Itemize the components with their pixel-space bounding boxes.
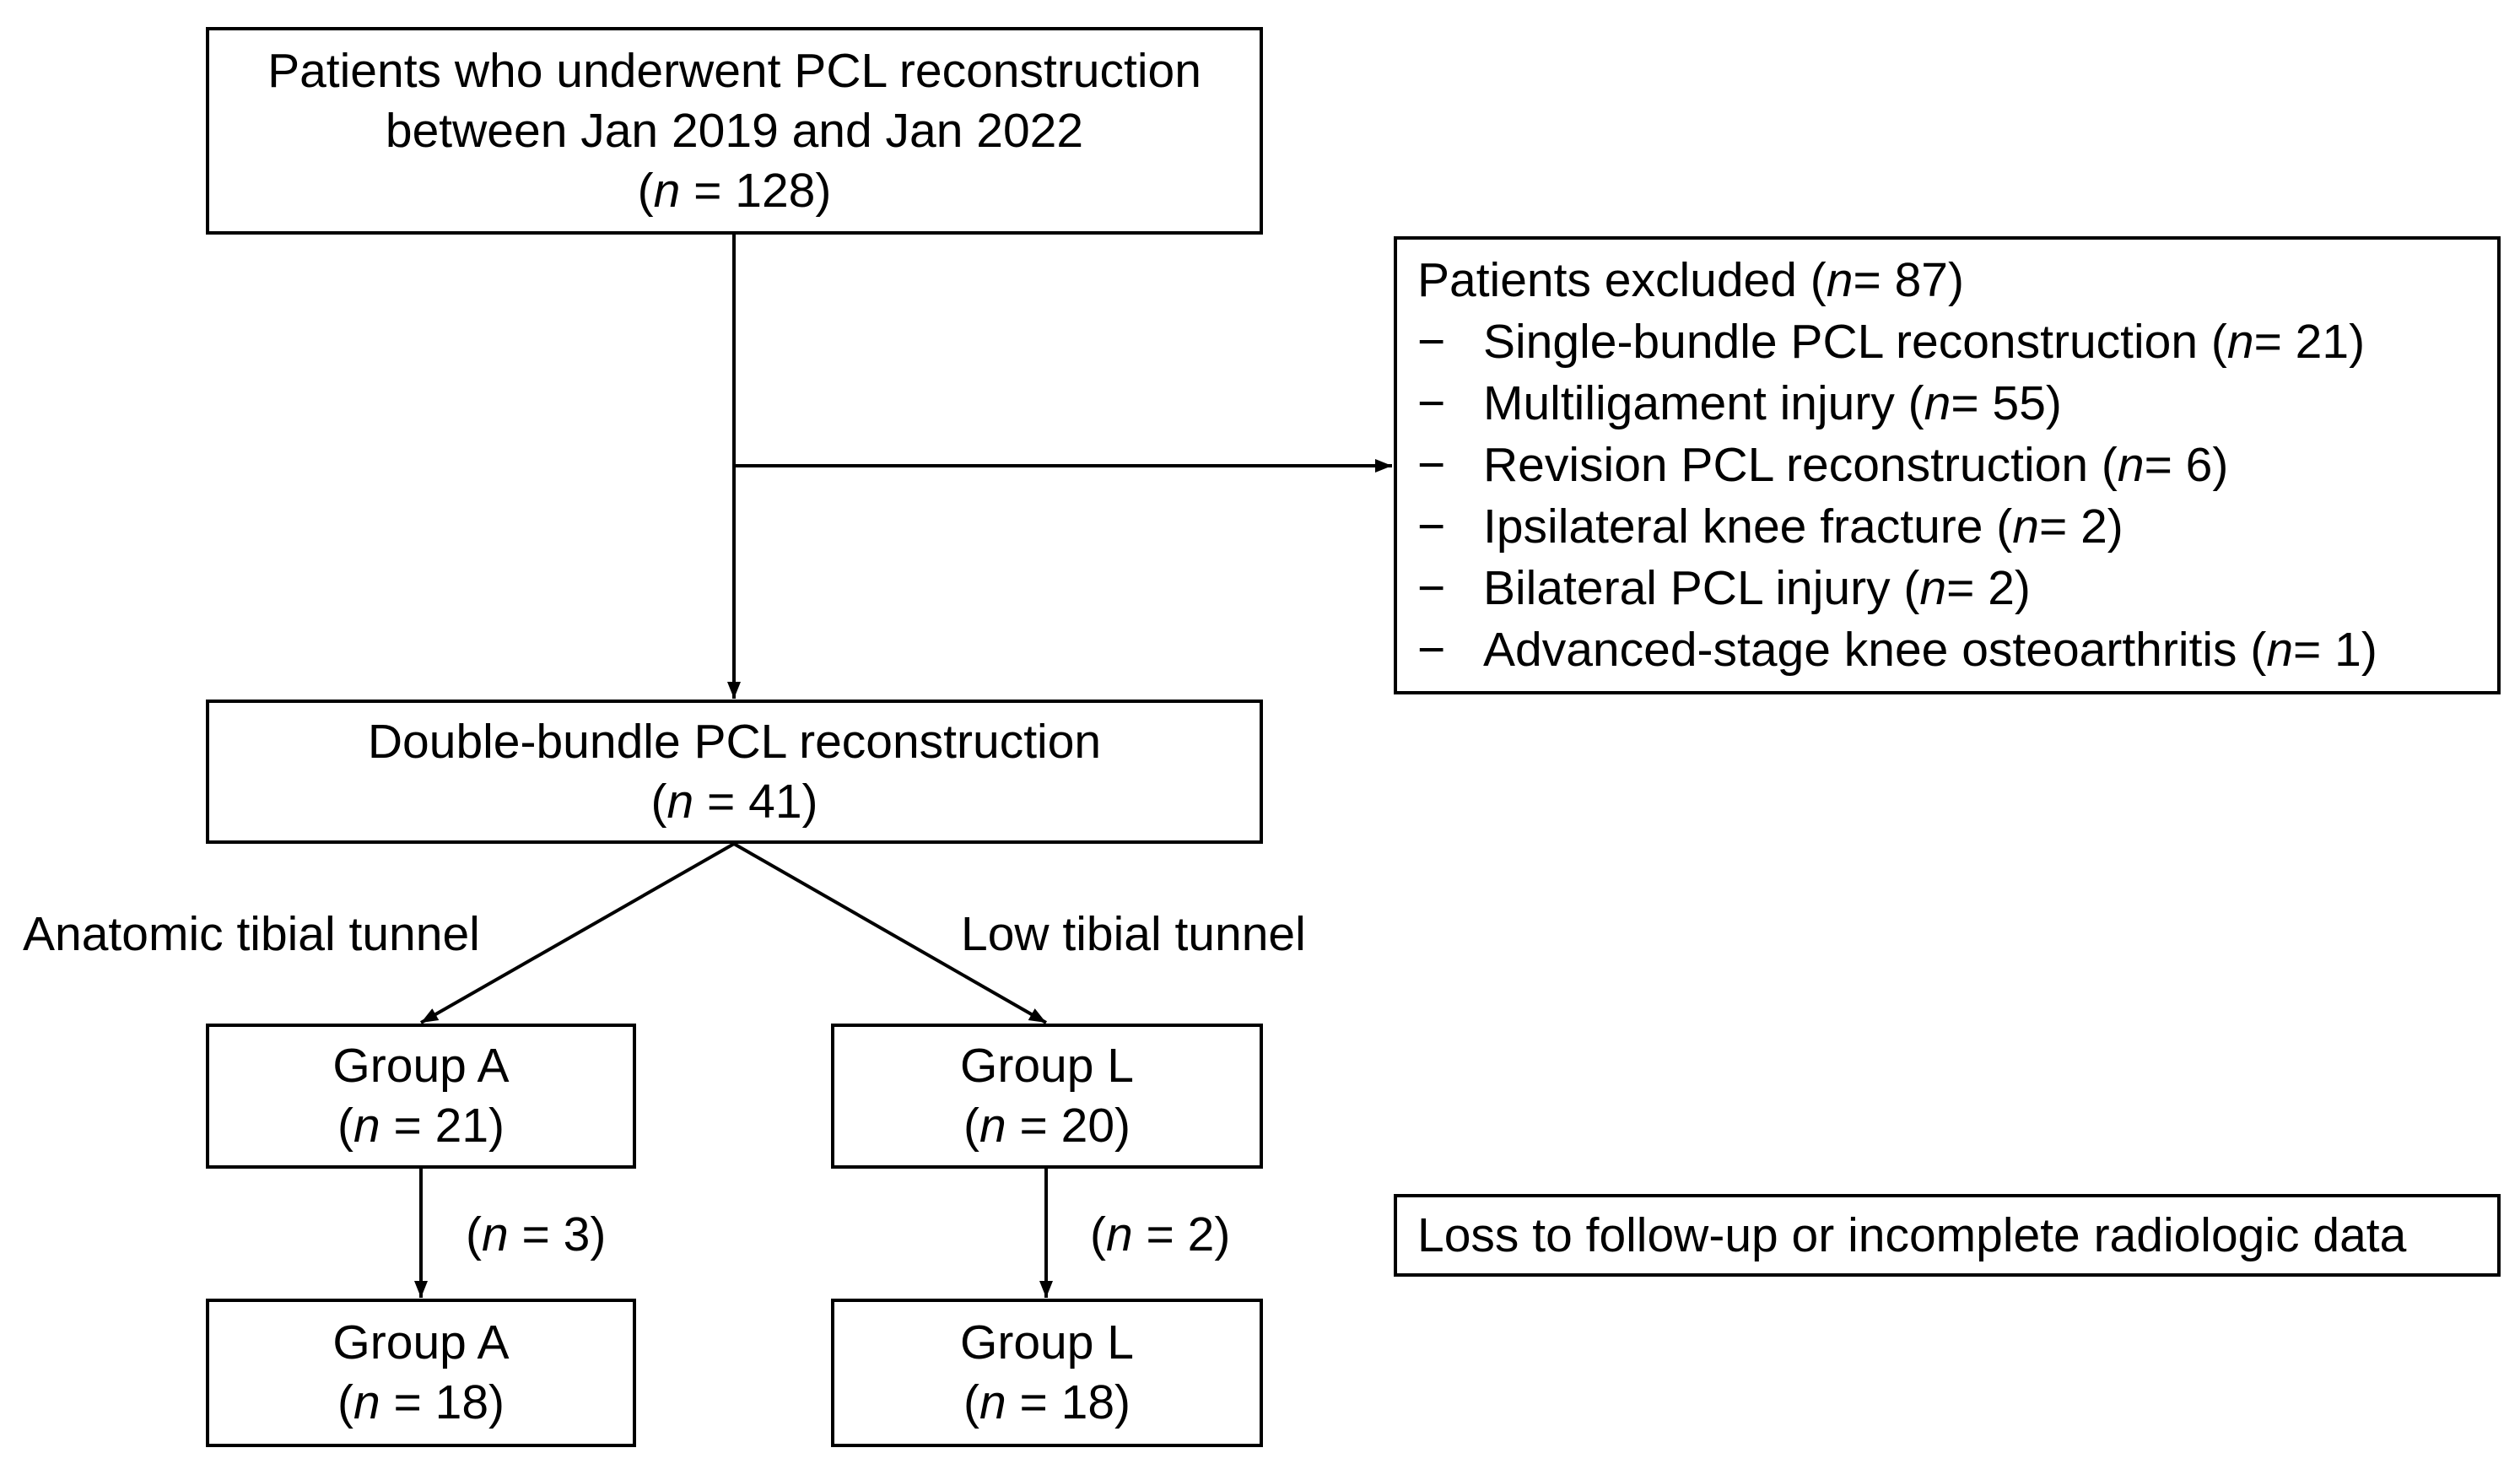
branch-label-anatomic: Anatomic tibial tunnel [23,907,480,961]
final-group-l-count: (n = 18) [963,1375,1131,1429]
branch-label-low: Low tibial tunnel [961,907,1306,961]
excluded-item: −Single-bundle PCL reconstruction (n = 2… [1417,315,2366,369]
enrolled-line2: between Jan 2019 and Jan 2022 [385,103,1084,158]
excluded-item: −Revision PCL reconstruction (n = 6) [1417,438,2229,492]
excluded-item: −Multiligament injury (n = 55) [1417,376,2062,430]
group-l-count: (n = 20) [963,1099,1131,1153]
arrow-to-group-a [420,842,735,1024]
group-l-label: Group L [960,1039,1134,1093]
excluded-title: Patients excluded (n = 87) [1417,253,1964,307]
loss-count-group-a: (n = 3) [466,1207,607,1261]
double-bundle-label: Double-bundle PCL reconstruction [367,714,1102,769]
double-bundle-box: Double-bundle PCL reconstruction (n = 41… [206,700,1263,844]
final-group-a-count: (n = 18) [337,1375,505,1429]
double-bundle-count: (n = 41) [650,774,818,829]
group-a-label: Group A [332,1039,510,1093]
excluded-box: Patients excluded (n = 87) −Single-bundl… [1394,236,2501,694]
group-a-count: (n = 21) [337,1099,505,1153]
enrolled-line1: Patients who underwent PCL reconstructio… [267,43,1201,98]
loss-label: Loss to follow-up or incomplete radiolog… [1417,1208,2407,1262]
final-group-l-box: Group L (n = 18) [831,1299,1263,1447]
loss-box: Loss to follow-up or incomplete radiolog… [1394,1194,2501,1277]
final-group-a-box: Group A (n = 18) [206,1299,636,1447]
enrolled-count: (n = 128) [637,163,832,218]
final-group-a-label: Group A [332,1315,510,1369]
arrow-to-group-l [733,842,1047,1024]
loss-count-group-l: (n = 2) [1090,1207,1231,1261]
excluded-item: −Ipsilateral knee fracture (n = 2) [1417,500,2123,554]
excluded-item: −Advanced-stage knee osteoarthritis (n =… [1417,623,2377,677]
enrolled-box: Patients who underwent PCL reconstructio… [206,27,1263,235]
group-l-box: Group L (n = 20) [831,1024,1263,1169]
group-a-box: Group A (n = 21) [206,1024,636,1169]
excluded-item: −Bilateral PCL injury (n = 2) [1417,561,2031,615]
final-group-l-label: Group L [960,1315,1134,1369]
